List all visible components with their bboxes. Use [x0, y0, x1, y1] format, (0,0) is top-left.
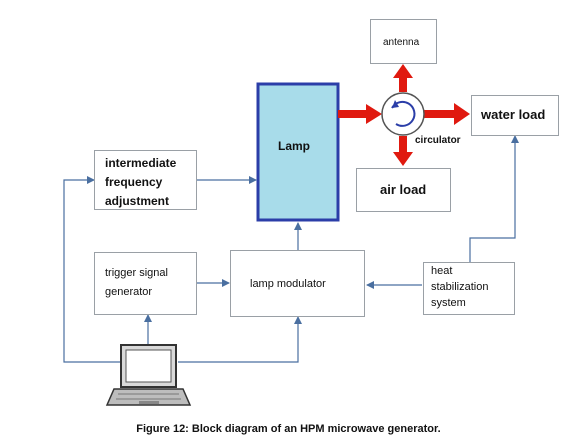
air-load-label: air load: [380, 182, 427, 197]
circulator-label: circulator: [415, 135, 461, 146]
laptop-icon: [105, 344, 192, 406]
line-heat-to-water-load: [469, 135, 519, 262]
water-load-label: water load: [481, 107, 546, 122]
antenna-label: antenna: [383, 37, 420, 48]
heat-line1: heat: [431, 265, 453, 277]
arrow-to-antenna: [393, 64, 413, 92]
heat-line2: stabilization: [431, 281, 489, 293]
trigger-generator-box: [94, 252, 197, 315]
if-adjustment-line1: intermediate: [105, 156, 177, 170]
arrow-to-water-load: [424, 103, 470, 125]
line-computer-to-modulator: [178, 316, 302, 363]
line-computer-to-if: [63, 176, 120, 363]
arrow-to-air-load: [393, 136, 413, 166]
red-arrows: [338, 64, 470, 166]
heat-stabilization-box: [423, 262, 515, 315]
antenna-box: [370, 19, 437, 64]
heat-line3: system: [431, 297, 466, 309]
trigger-line1: trigger signal: [105, 267, 168, 279]
air-load-box: [356, 168, 451, 212]
if-adjustment-line2: frequency: [105, 175, 163, 189]
lamp-box: [256, 82, 340, 222]
if-adjustment-box: [94, 150, 197, 210]
figure-caption: Figure 12: Block diagram of an HPM micro…: [136, 423, 441, 435]
lamp-modulator-box: [230, 250, 365, 317]
trigger-line2: generator: [105, 286, 153, 298]
circulator-icon: [381, 92, 425, 136]
lamp-label: Lamp: [278, 139, 311, 153]
lamp-modulator-label: lamp modulator: [250, 278, 326, 290]
if-adjustment-line3: adjustment: [105, 194, 170, 208]
arrow-lamp-to-circulator: [338, 104, 382, 124]
water-load-box: [471, 95, 559, 136]
